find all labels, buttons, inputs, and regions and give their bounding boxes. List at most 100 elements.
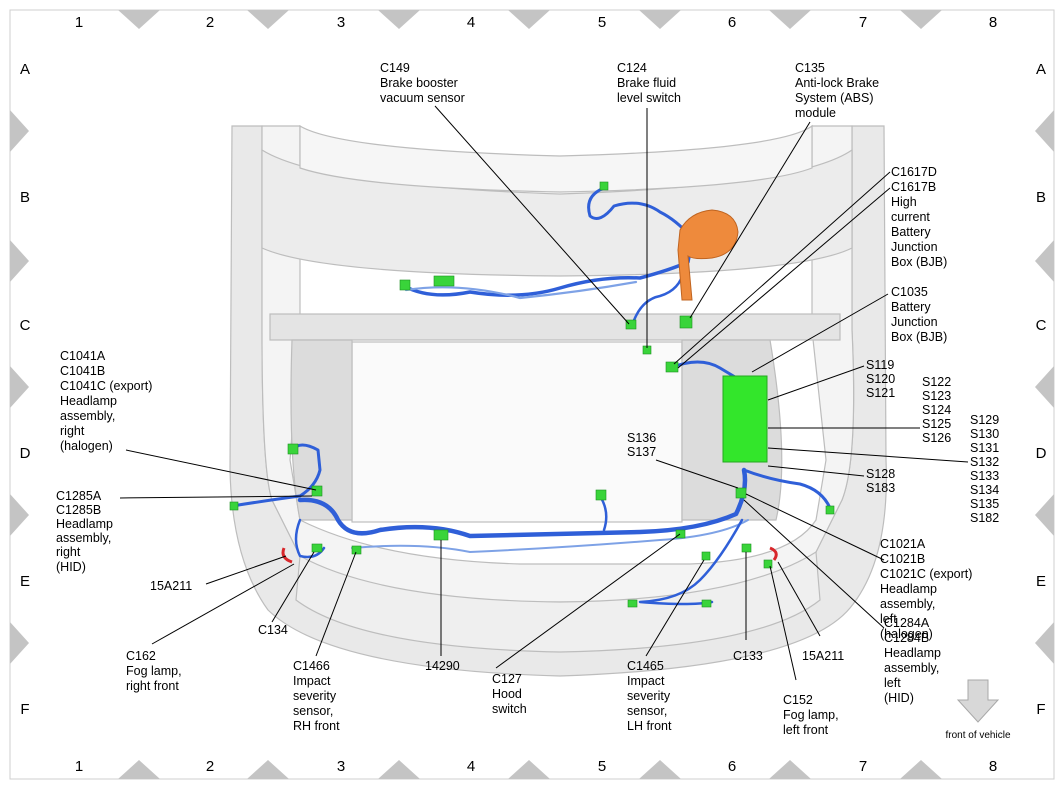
connector [701, 599, 712, 608]
connector [399, 279, 411, 291]
leader-c149 [434, 105, 630, 325]
connector [433, 275, 455, 287]
leader-s119 [767, 365, 865, 401]
leader-c127 [495, 533, 681, 669]
col-label: 7 [859, 758, 867, 775]
row-label: A [20, 61, 30, 78]
abs-module [677, 209, 739, 301]
harness-fog-right [294, 518, 326, 559]
leader-c1617d [673, 171, 891, 365]
cowl-top [299, 124, 813, 193]
connectors [229, 181, 835, 608]
row-label: C [1036, 317, 1047, 334]
grid-column-labels-bottom: 1 2 3 4 5 6 7 8 [75, 758, 997, 775]
col-label: 1 [75, 14, 83, 31]
connector [741, 543, 752, 553]
col-label: 3 [337, 758, 345, 775]
label-r15a211: 15A211 [150, 579, 192, 593]
harness-cowl-light [404, 280, 638, 300]
connector [595, 489, 607, 501]
grid-column-labels-top: 1 2 3 4 5 6 7 8 [75, 14, 997, 31]
row-label: B [20, 189, 30, 206]
connector [763, 559, 773, 569]
leader-c1035 [751, 293, 889, 373]
radiator-support [351, 341, 683, 523]
row-label: E [20, 573, 30, 590]
row-label: A [1036, 61, 1046, 78]
connector [287, 443, 299, 455]
harness-main-front [297, 467, 748, 539]
row-label: E [1036, 573, 1046, 590]
label-c133: C133 [733, 649, 763, 663]
row-label: F [20, 701, 29, 718]
harness-cowl [402, 238, 694, 297]
harness-main-front-light [351, 519, 749, 553]
abs-module-body [677, 209, 739, 301]
label-c134: C134 [258, 623, 288, 637]
col-label: 8 [989, 14, 997, 31]
arrow-down-icon [956, 679, 1000, 723]
col-label: 4 [467, 758, 475, 775]
row-label: F [1036, 701, 1045, 718]
harness-right-headlamp [230, 443, 322, 508]
leader-c134 [271, 551, 315, 623]
crossmember [269, 313, 841, 341]
col-label: 6 [728, 14, 736, 31]
row-label: D [20, 445, 31, 462]
leader-l15a211 [777, 561, 821, 637]
connector [627, 599, 638, 608]
col-label: 8 [989, 758, 997, 775]
connector [675, 529, 686, 539]
leader-c1041 [125, 449, 317, 491]
row-label: C [20, 317, 31, 334]
connector [701, 551, 711, 561]
connector [825, 505, 835, 515]
row-label: B [1036, 189, 1046, 206]
leader-c1021 [745, 493, 885, 561]
leader-c1466 [315, 551, 357, 657]
connector [351, 545, 362, 555]
leader-c162 [151, 563, 295, 645]
connector [625, 319, 637, 330]
connector [679, 315, 693, 329]
col-label: 4 [467, 14, 475, 31]
leader-s128 [767, 465, 865, 477]
connector [735, 487, 747, 499]
leader-s129 [767, 447, 969, 463]
harness-fog-left [638, 518, 744, 606]
col-label: 7 [859, 14, 867, 31]
label-l15a211: 15A211 [802, 649, 844, 663]
col-label: 2 [206, 758, 214, 775]
col-label: 6 [728, 758, 736, 775]
connector [311, 485, 323, 497]
leader-c1284 [743, 499, 885, 629]
grid-row-labels-right: A B C D E F [1036, 61, 1047, 718]
front-of-vehicle-indicator: front of vehicle [945, 679, 1011, 741]
wiring-harness [230, 186, 832, 606]
front-fascia [295, 550, 821, 653]
battery-junction-box [722, 375, 768, 463]
col-label: 1 [75, 758, 83, 775]
col-label: 3 [337, 14, 345, 31]
leader-lines [119, 105, 969, 681]
leader-c1285 [119, 495, 313, 499]
col-label: 5 [598, 758, 606, 775]
harness-abs-loop [587, 186, 692, 238]
connector [311, 543, 323, 553]
